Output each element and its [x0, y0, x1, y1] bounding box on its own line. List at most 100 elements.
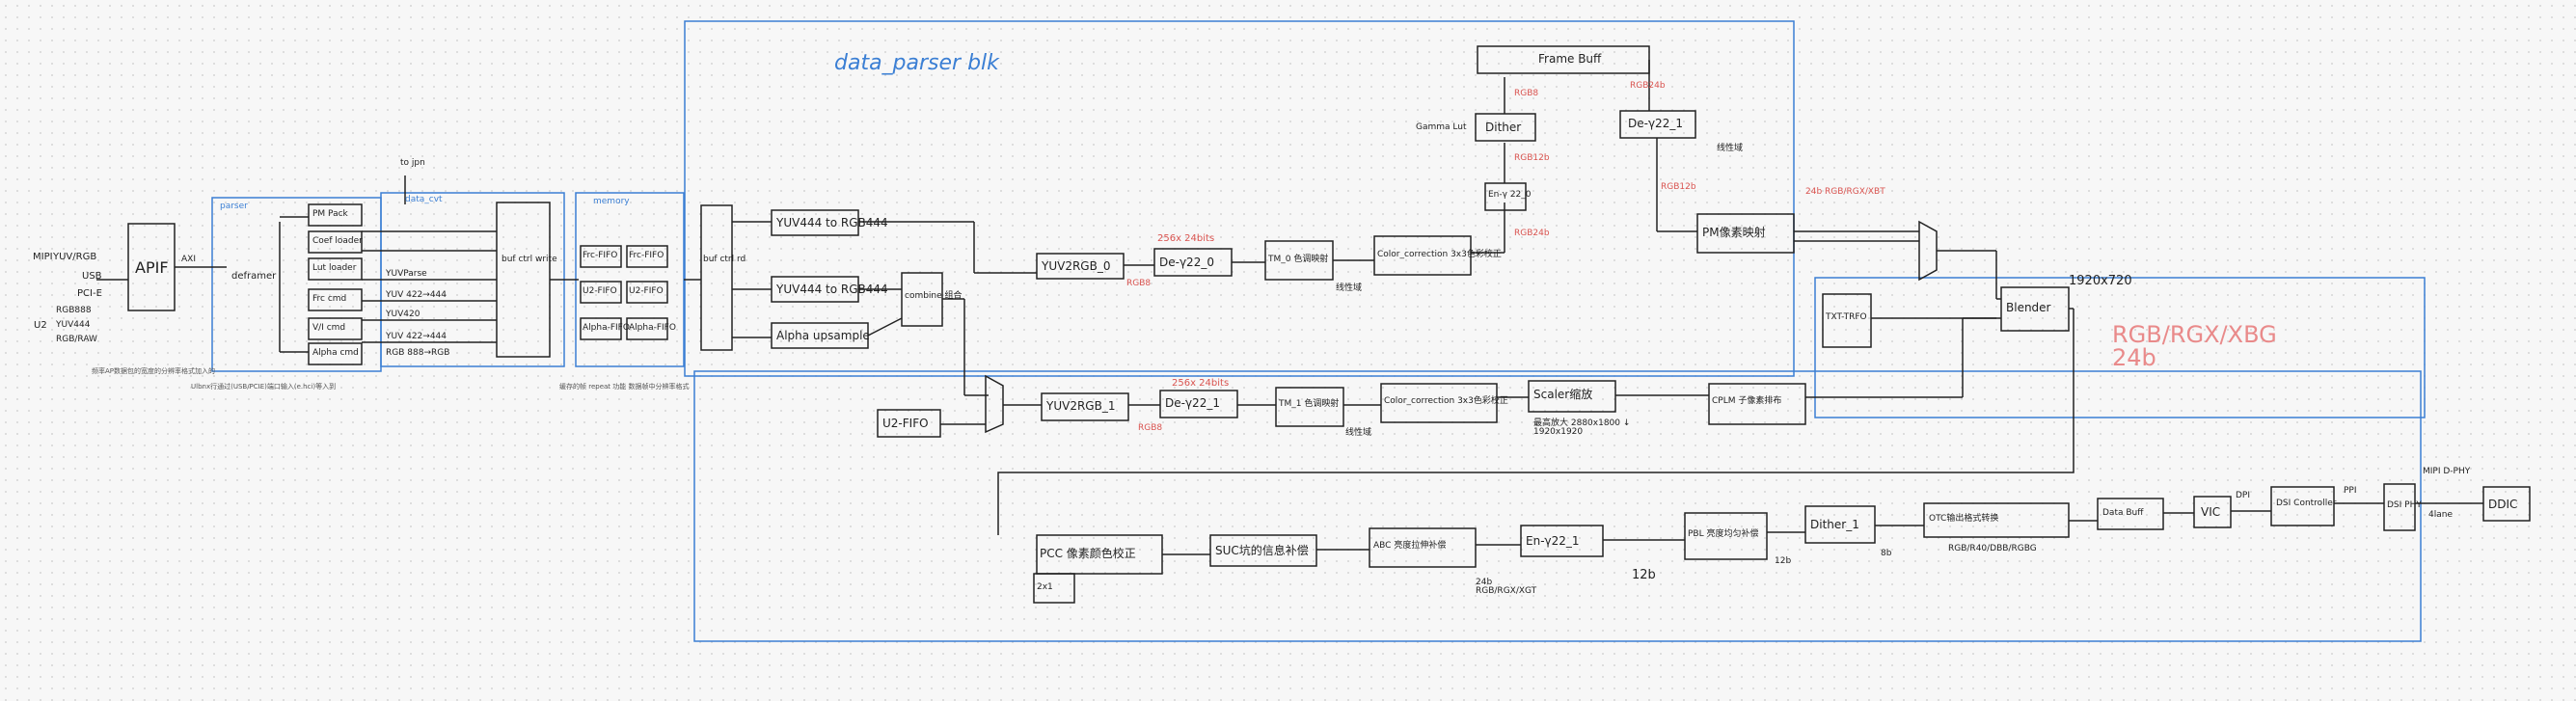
buf-ctrl-rd-label: buf ctrl rd [703, 255, 746, 264]
cvt-item-1: YUVParse [386, 269, 427, 279]
scaler-note: 最高放大 2880x1800 ↓ 1920x1920 [1533, 418, 1631, 437]
degamma0-box: De-γ22_0 [1159, 256, 1214, 269]
pcc-box: PCC 像素颜色校正 [1040, 547, 1136, 560]
yuv-to-rgb-b: YUV444 to RGB444 [776, 283, 888, 296]
buf-ctrl-label: buf ctrl write [502, 255, 557, 264]
b24-note: 24b RGB/RGX/XGT [1476, 578, 1537, 596]
cvt-item-3: YUV420 [386, 310, 420, 319]
mem-note: 缓存的帧 repeat 功能 数据帧中分辨率格式 [559, 383, 690, 391]
rgb888-label: RGB888 [56, 306, 92, 315]
cvt-item-2: YUV 422→444 [386, 290, 447, 300]
out-format-note: RGB/RGX/XBG 24b [2112, 321, 2277, 371]
abc-box: ABC 亮度拉伸补偿 [1373, 541, 1447, 551]
dither0-box: Dither [1485, 121, 1522, 134]
parser-item-1: PM Pack [312, 209, 348, 219]
dither1-box: Dither_1 [1810, 518, 1859, 531]
parser-item-2: Coef loader [312, 236, 363, 246]
memory-region [575, 192, 685, 367]
otc-note: RGB/R40/DBB/RGBG [1948, 544, 2037, 553]
rgb8-b-note: RGB8 [1138, 423, 1163, 433]
pmblend-box: PM像素映射 [1702, 226, 1766, 239]
engamma0-box: En-γ 22_0 [1488, 190, 1532, 200]
gamma-lut-label: Gamma Lut [1416, 122, 1467, 132]
ppi-note: PPI [2344, 486, 2357, 496]
dsi-phy-box: DSI PHY [2387, 500, 2422, 510]
usb-label: USB [82, 271, 102, 282]
rgb8b-note: RGB8 [1514, 89, 1539, 98]
mem-item-1: Frc-FIFO [583, 251, 618, 260]
parser-item-5: V/I cmd [312, 323, 346, 333]
mux-small-box: 2x1 [1037, 582, 1053, 592]
engamma1-box: En-γ22_1 [1526, 534, 1580, 548]
linear-note: 线性域 [1336, 283, 1363, 293]
yuv2rgb1-box: YUV2RGB_1 [1046, 399, 1116, 413]
left-note: 频率AP数据包的宽度的分辨率格式加入的 [92, 367, 216, 375]
bits-256-note: 256x 24bits [1157, 233, 1215, 244]
rgb8-note: RGB8 [1126, 279, 1152, 288]
blender-box: Blender [2006, 301, 2051, 314]
colorcorr1-box: Color_correction 3x3色彩校正 [1384, 396, 1508, 406]
blend-region [1814, 277, 2426, 418]
data-parser-region [684, 20, 1795, 377]
u2fifo-box: U2-FIFO [882, 417, 929, 430]
mipi-d-note: MIPI D-PHY [2423, 467, 2471, 476]
resolution-note: 1920x720 [2069, 274, 2132, 288]
b12-note: 12b [1632, 568, 1656, 582]
rgb-raw-label: RGB/RAW [56, 335, 97, 344]
mem-item-r3: Alpha-FIFO [629, 323, 676, 333]
b8-note: 8b [1881, 549, 1892, 558]
mem-item-r2: U2-FIFO [629, 286, 664, 296]
tm0-box: TM_0 色调映射 [1268, 255, 1329, 264]
parser-item-4: Frc cmd [312, 294, 347, 304]
parser-region [211, 197, 382, 372]
yuv-to-rgb-a: YUV444 to RGB444 [776, 216, 888, 229]
parser-label: parser [220, 202, 248, 211]
memory-label: memory [593, 197, 630, 206]
parser-item-6: Alpha cmd [312, 348, 359, 358]
alpha-upsample: Alpha upsample [776, 329, 870, 342]
txt-box: TXT-TRFO [1826, 312, 1867, 322]
yuv444-label: YUV444 [56, 320, 91, 330]
databuf-box: Data Buff [2102, 508, 2144, 518]
deframer-label: deframer [231, 271, 277, 282]
data-cvt-label: data_cvt [405, 195, 443, 204]
rgb24b-note: RGB24b [1514, 229, 1550, 238]
apif-label: APIF [135, 258, 169, 277]
pbl-box: PBL 亮度均匀补偿 [1688, 529, 1759, 539]
dpi-note: DPI [2236, 491, 2251, 500]
data-parser-label: data_parser blk [834, 51, 999, 75]
mid-note: Ulbnx行通过(USB/PCIE)端口输入(e.hci)等入到 [191, 383, 337, 391]
rgb24b-b-note: RGB24b [1630, 81, 1666, 91]
mem-item-3: Alpha-FIFO [583, 323, 630, 333]
linear-b-note: 线性域 [1345, 428, 1372, 438]
colorcorr0-box: Color_correction 3x3色彩校正 [1377, 250, 1502, 259]
scaler-box: Scaler缩放 [1533, 388, 1593, 401]
mem-item-2: U2-FIFO [583, 286, 617, 296]
cvt-item-4: YUV 422→444 [386, 332, 447, 341]
otc-box: OTC输出格式转换 [1929, 514, 1999, 524]
mipi-label: MIPI [33, 252, 53, 262]
combine-box: combine 组合 [905, 291, 963, 301]
cplm-box: CPLM 子像素排布 [1712, 396, 1782, 406]
b12-2-note: 12b [1775, 556, 1792, 566]
degamma1-box: De-γ22_1 [1165, 396, 1220, 410]
dsi-ctrl-box: DSI Controller [2276, 499, 2337, 508]
degamma1-top-box: De-γ22_1 [1628, 117, 1683, 130]
cvt-item-5: RGB 888→RGB [386, 348, 450, 358]
lane-note: 4lane [2428, 510, 2453, 520]
u2-label: U2 [34, 320, 47, 331]
vic-box: VIC [2201, 505, 2221, 519]
rgb12b-note: RGB12b [1514, 153, 1550, 163]
to-jpn-label: to jpn [400, 158, 425, 168]
framebuf-box: Frame Buff [1538, 52, 1602, 66]
lower-region [693, 370, 2422, 642]
yuv2rgb0-box: YUV2RGB_0 [1042, 259, 1111, 273]
out-24b-note: 24b RGB/RGX/XBT [1805, 187, 1885, 197]
axi-label: AXI [181, 255, 196, 264]
yuv-label: YUV/RGB [53, 252, 97, 262]
parser-item-3: Lut loader [312, 263, 357, 273]
bits-256-b-note: 256x 24bits [1172, 378, 1230, 389]
tm1-box: TM_1 色调映射 [1279, 399, 1340, 409]
mem-item-r1: Frc-FIFO [629, 251, 664, 260]
